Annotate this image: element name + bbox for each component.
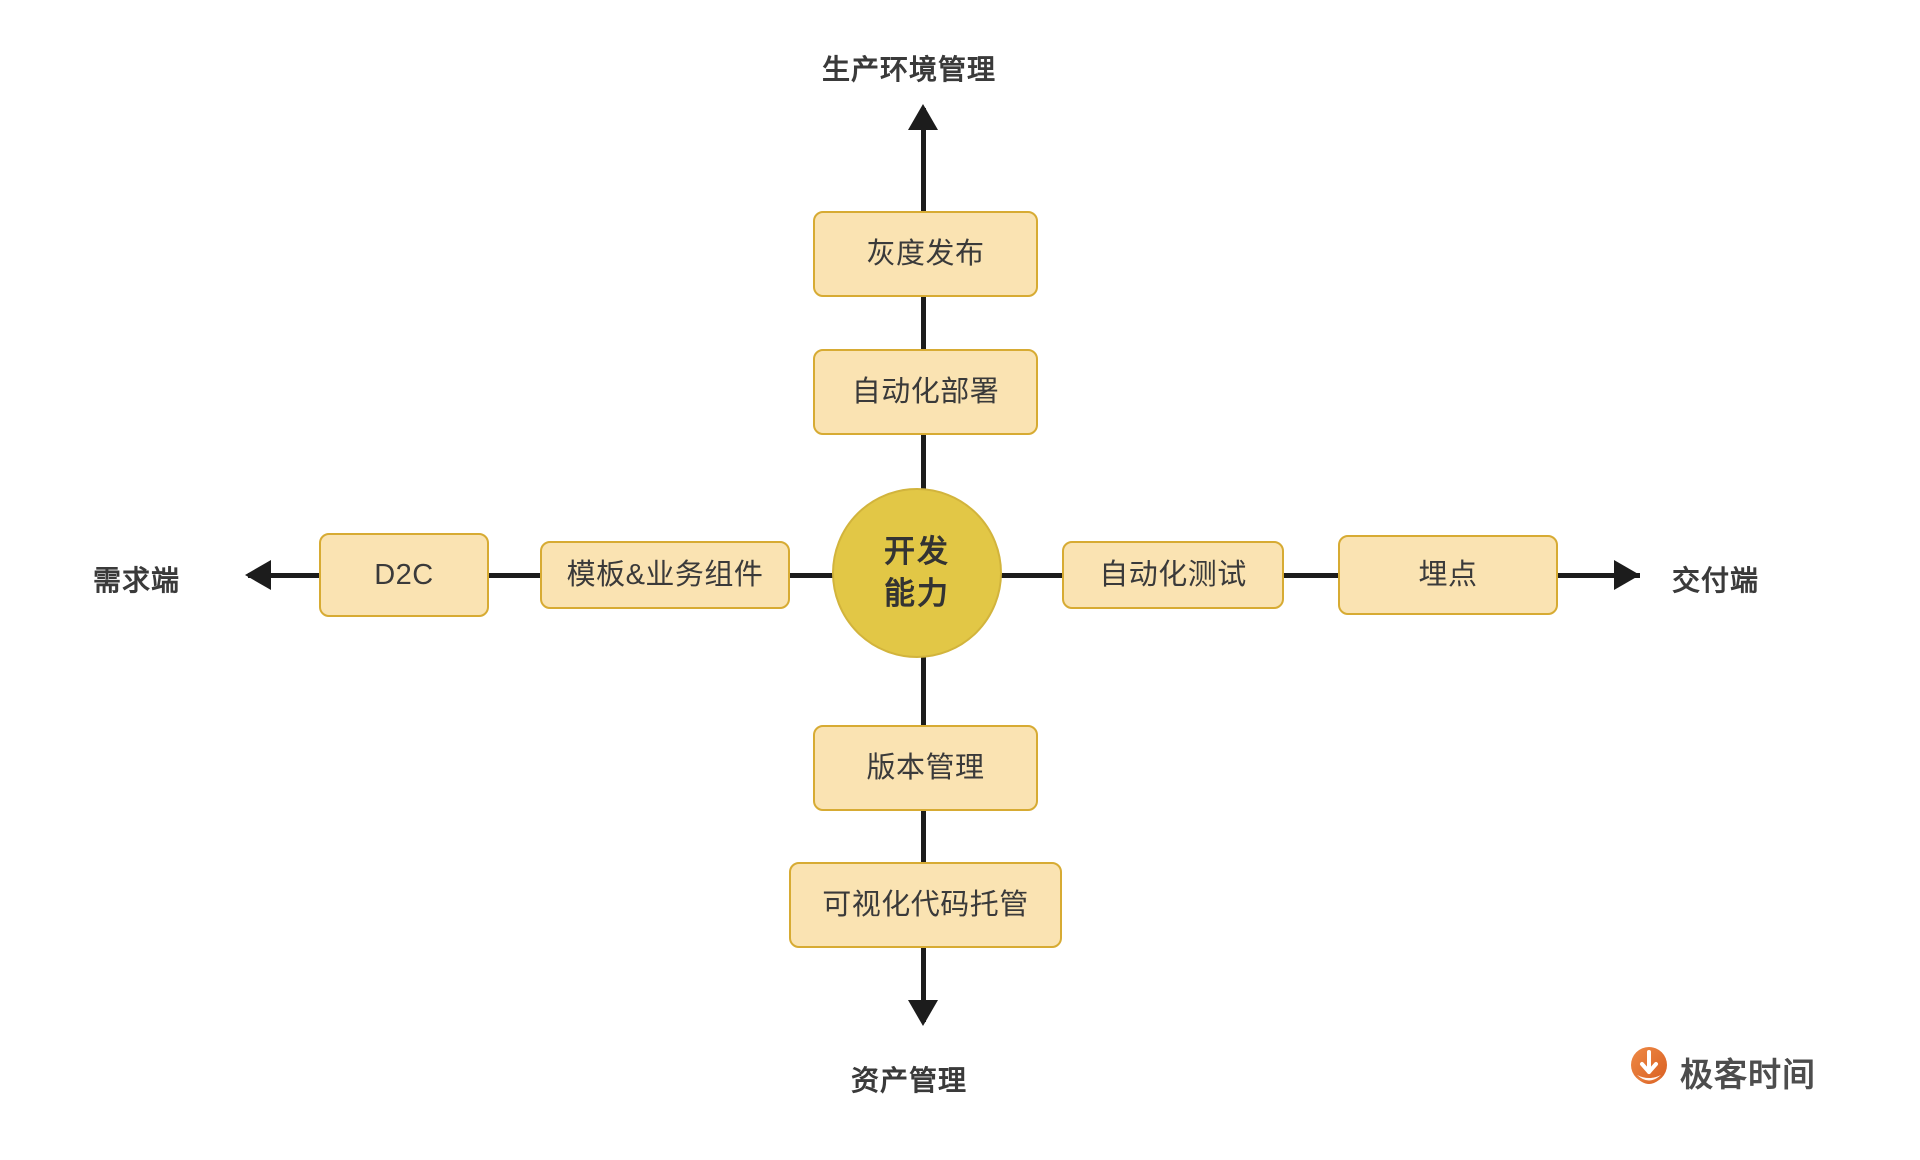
watermark-brand: 极客时间 xyxy=(1680,1055,1816,1093)
node-box-huidufabu[interactable]: 灰度发布 xyxy=(813,211,1038,297)
geektime-logo-icon xyxy=(1628,1046,1670,1097)
center-node-line1: 开发 xyxy=(884,534,950,570)
node-box-version-management[interactable]: 版本管理 xyxy=(813,725,1038,811)
arrow-head-left xyxy=(245,560,271,590)
axis-label-top: 生产环境管理 xyxy=(822,54,997,85)
axis-label-left: 需求端 xyxy=(93,565,181,596)
arrow-head-down xyxy=(908,1000,938,1026)
axis-label-right: 交付端 xyxy=(1672,565,1760,596)
node-box-d2c[interactable]: D2C xyxy=(319,533,489,617)
watermark: 极客时间 xyxy=(1628,1046,1816,1097)
arrow-head-up xyxy=(908,104,938,130)
arrow-head-right xyxy=(1614,560,1640,590)
node-box-template-business-component[interactable]: 模板&业务组件 xyxy=(540,541,790,609)
node-box-visual-code-hosting[interactable]: 可视化代码托管 xyxy=(789,862,1062,948)
node-box-zidonghuabushu[interactable]: 自动化部署 xyxy=(813,349,1038,435)
center-node-line2: 能力 xyxy=(884,576,950,611)
axis-line-vertical-top xyxy=(921,108,926,500)
center-node-development-capability[interactable]: 开发 能力 xyxy=(832,488,1002,658)
axis-line-horizontal-right xyxy=(950,573,1640,578)
node-box-maidian[interactable]: 埋点 xyxy=(1338,535,1558,615)
axis-label-bottom: 资产管理 xyxy=(851,1065,968,1096)
node-box-automation-test[interactable]: 自动化测试 xyxy=(1062,541,1284,609)
